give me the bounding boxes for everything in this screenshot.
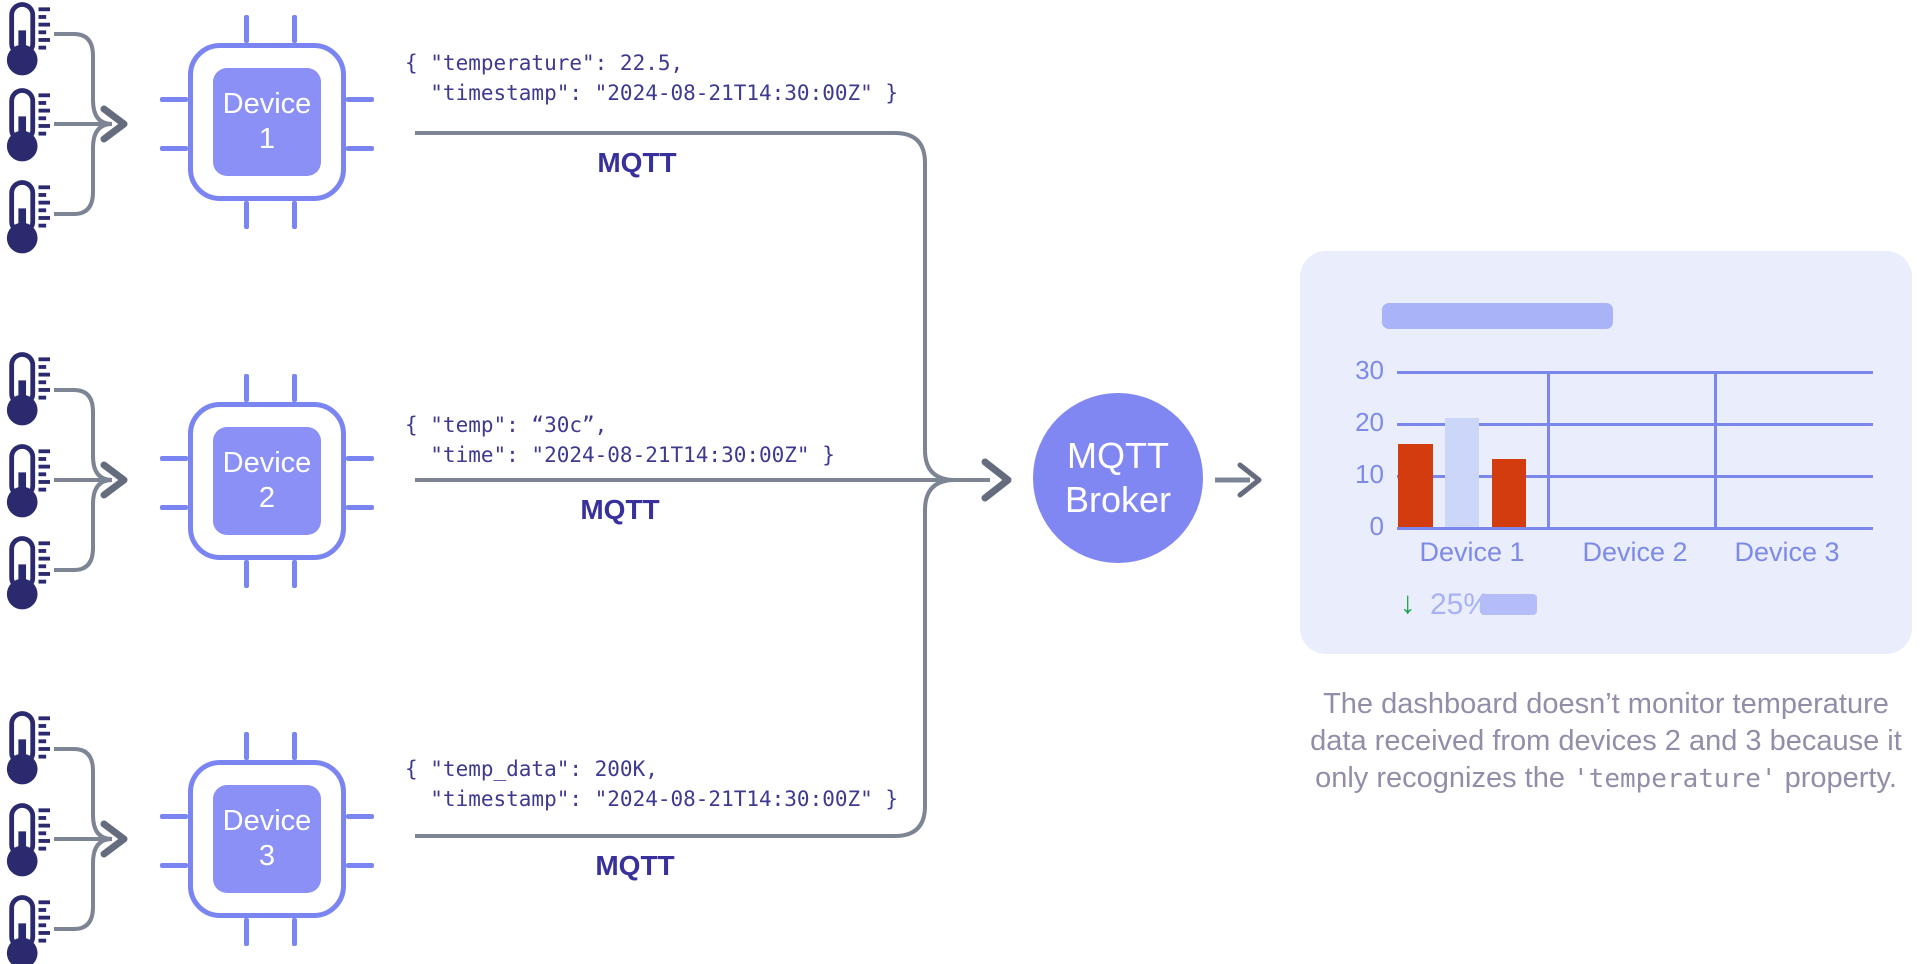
caption-fragment: only recognizes the <box>1315 762 1574 794</box>
bar-device1-reading1 <box>1398 444 1433 527</box>
thermometer-icon <box>4 350 50 428</box>
right-arrow-icon <box>100 820 128 858</box>
x-axis-label: Device 3 <box>1734 537 1840 567</box>
device-name: Device <box>222 805 312 837</box>
x-axis-label: Device 2 <box>1582 537 1688 567</box>
thermometer-icon <box>4 893 50 964</box>
x-axis-label: Device 1 <box>1419 537 1525 567</box>
mqtt-protocol-label: MQTT <box>597 147 677 178</box>
thermometer-icon <box>4 0 50 78</box>
payload-line: "timestamp": "2024-08-21T14:30:00Z" } <box>405 787 899 811</box>
gridline-30 <box>1397 371 1873 374</box>
thermometer-icon <box>4 709 50 787</box>
y-tick-label: 30 <box>1355 355 1384 385</box>
y-tick-label: 20 <box>1355 407 1384 437</box>
dashboard-card: 30 20 10 0 Device 1 Device 2 Device 3 ↓ … <box>1300 251 1912 654</box>
gridline-10 <box>1397 475 1873 478</box>
device-number: 3 <box>258 840 276 872</box>
bar-device1-reading2 <box>1445 418 1479 527</box>
right-arrow-icon <box>100 461 128 499</box>
device-2-payload: { "temp": “30c”, "time": "2024-08-21T14:… <box>405 410 835 470</box>
mqtt-broker-node: MQTT Broker <box>1033 393 1203 563</box>
device-1-payload: { "temperature": 22.5, "timestamp": "202… <box>405 48 898 108</box>
broker-label: MQTT <box>1067 435 1169 476</box>
device-3-payload: { "temp_data": 200K, "timestamp": "2024-… <box>405 754 898 814</box>
device-2-chip: Device 2 <box>160 374 374 588</box>
payload-line: "time": "2024-08-21T14:30:00Z" } <box>405 443 835 467</box>
down-arrow-icon: ↓ <box>1400 585 1416 620</box>
bar-device1-reading3 <box>1492 459 1526 527</box>
x-axis-line <box>1397 527 1873 530</box>
right-arrow-icon <box>100 105 128 143</box>
caption-line: data received from devices 2 and 3 becau… <box>1310 725 1902 757</box>
trend-placeholder-bar <box>1480 594 1537 615</box>
thermometer-icon <box>4 442 50 520</box>
thermometer-icon <box>4 801 50 879</box>
payload-line: { "temp_data": 200K, <box>405 757 658 781</box>
device-name: Device <box>222 88 312 120</box>
thermometer-icon <box>4 534 50 612</box>
thermometer-icon <box>4 178 50 256</box>
y-tick-label: 10 <box>1355 459 1384 489</box>
column-divider <box>1714 371 1717 530</box>
right-arrow-icon <box>1237 462 1262 498</box>
caption-code-fragment: 'temperature' <box>1573 764 1777 794</box>
broker-label: Broker <box>1064 479 1172 520</box>
device-number: 1 <box>258 123 276 155</box>
payload-line: { "temperature": 22.5, <box>405 51 684 75</box>
payload-line: { "temp": “30c”, <box>405 413 608 437</box>
chart-title-placeholder <box>1382 303 1613 329</box>
device-1-label: Device 1 <box>213 68 321 176</box>
device-number: 2 <box>258 482 276 514</box>
gridline-20 <box>1397 423 1873 426</box>
device-name: Device <box>222 447 312 479</box>
right-arrow-icon <box>981 458 1012 502</box>
payload-line: "timestamp": "2024-08-21T14:30:00Z" } <box>405 81 899 105</box>
y-tick-label: 0 <box>1369 511 1384 541</box>
caption-fragment: property. <box>1776 762 1897 794</box>
column-divider <box>1547 371 1550 530</box>
caption-text: The dashboard doesn’t monitor temperatur… <box>1284 686 1920 798</box>
device-2-label: Device 2 <box>213 427 321 535</box>
device-1-chip: Device 1 <box>160 15 374 229</box>
caption-line: The dashboard doesn’t monitor temperatur… <box>1323 688 1889 720</box>
mqtt-protocol-label: MQTT <box>580 494 660 525</box>
device-3-label: Device 3 <box>213 785 321 893</box>
thermometer-icon <box>4 86 50 164</box>
caption-line: only recognizes the 'temperature' proper… <box>1284 760 1920 798</box>
device-3-chip: Device 3 <box>160 732 374 946</box>
mqtt-protocol-label: MQTT <box>595 850 675 881</box>
